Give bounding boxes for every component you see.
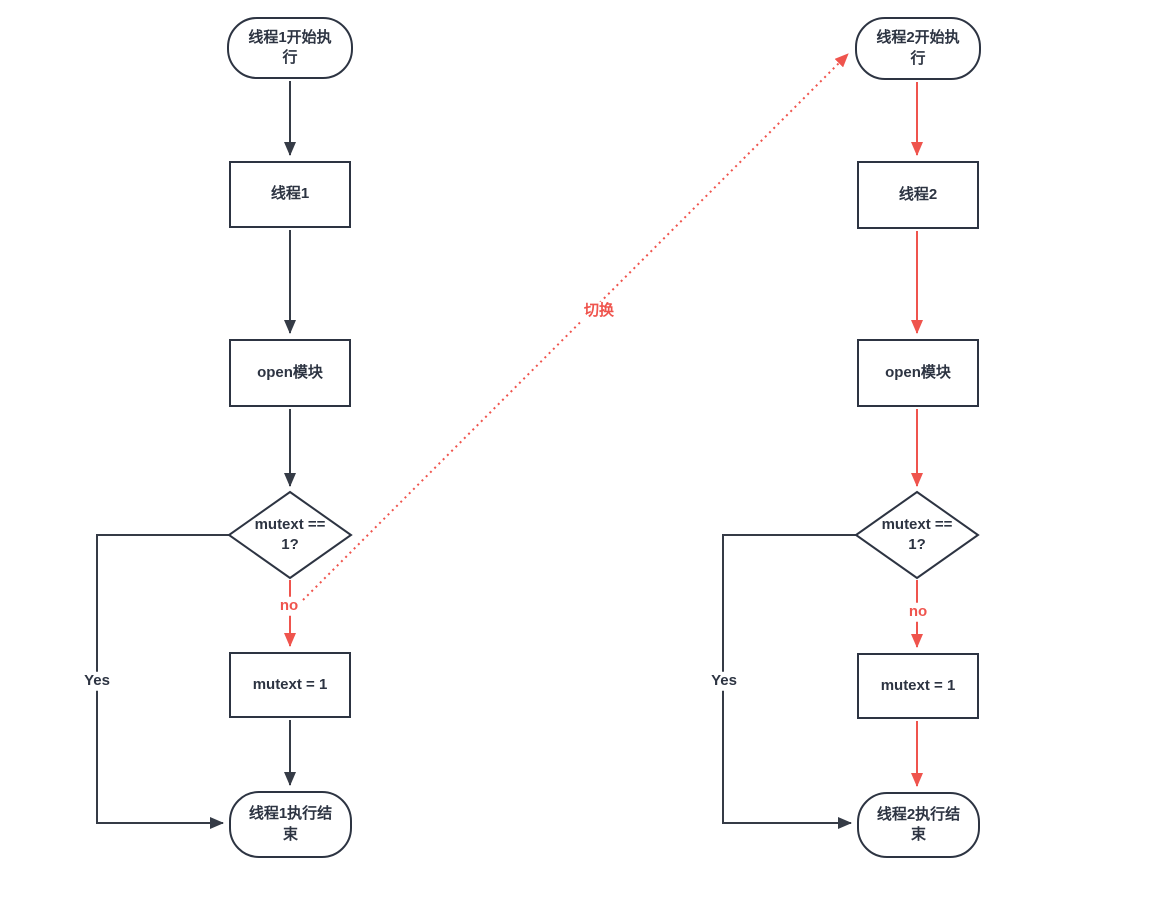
node-thread1-process-label: 线程1 bbox=[270, 185, 310, 203]
edge-switch-dotted bbox=[302, 53, 849, 601]
node-thread1-assign: mutext = 1 bbox=[229, 652, 351, 718]
node-thread1-open: open模块 bbox=[229, 339, 351, 407]
node-thread1-end: 线程1执行结束 bbox=[229, 791, 352, 858]
node-thread2-start-label: 线程2开始执行 bbox=[876, 29, 960, 67]
node-thread2-open-label: open模块 bbox=[885, 363, 951, 381]
label-thread1-yes: Yes bbox=[80, 671, 114, 691]
node-thread2-open: open模块 bbox=[857, 339, 979, 407]
edge-t1-yes-branch bbox=[96, 534, 229, 829]
node-thread2-assign-label: mutext = 1 bbox=[880, 676, 956, 694]
node-thread2-start: 线程2开始执行 bbox=[855, 17, 981, 80]
node-thread1-process: 线程1 bbox=[229, 161, 351, 228]
node-thread2-process-label: 线程2 bbox=[898, 185, 938, 203]
node-thread2-assign: mutext = 1 bbox=[857, 653, 979, 719]
node-thread1-assign-label: mutext = 1 bbox=[252, 675, 328, 693]
node-thread1-start: 线程1开始执行 bbox=[227, 17, 353, 79]
label-thread2-yes: Yes bbox=[707, 671, 741, 691]
edge-t2-yes-branch bbox=[722, 534, 857, 829]
decision-diamond-thread1 bbox=[227, 490, 353, 580]
label-switch: 切换 bbox=[579, 301, 619, 321]
node-thread2-decision-label: mutext == 1? bbox=[881, 515, 953, 553]
node-thread1-decision-label: mutext == 1? bbox=[254, 515, 326, 553]
node-thread1-end-label: 线程1执行结束 bbox=[248, 805, 333, 843]
label-thread2-no: no bbox=[904, 602, 932, 622]
node-thread2-end-label: 线程2执行结束 bbox=[876, 805, 961, 843]
node-thread1-open-label: open模块 bbox=[257, 363, 323, 381]
label-thread1-no: no bbox=[275, 596, 303, 616]
node-thread2-process: 线程2 bbox=[857, 161, 979, 229]
node-thread2-end: 线程2执行结束 bbox=[857, 792, 980, 858]
node-thread1-start-label: 线程1开始执行 bbox=[248, 28, 332, 66]
decision-diamond-thread2 bbox=[854, 490, 980, 580]
